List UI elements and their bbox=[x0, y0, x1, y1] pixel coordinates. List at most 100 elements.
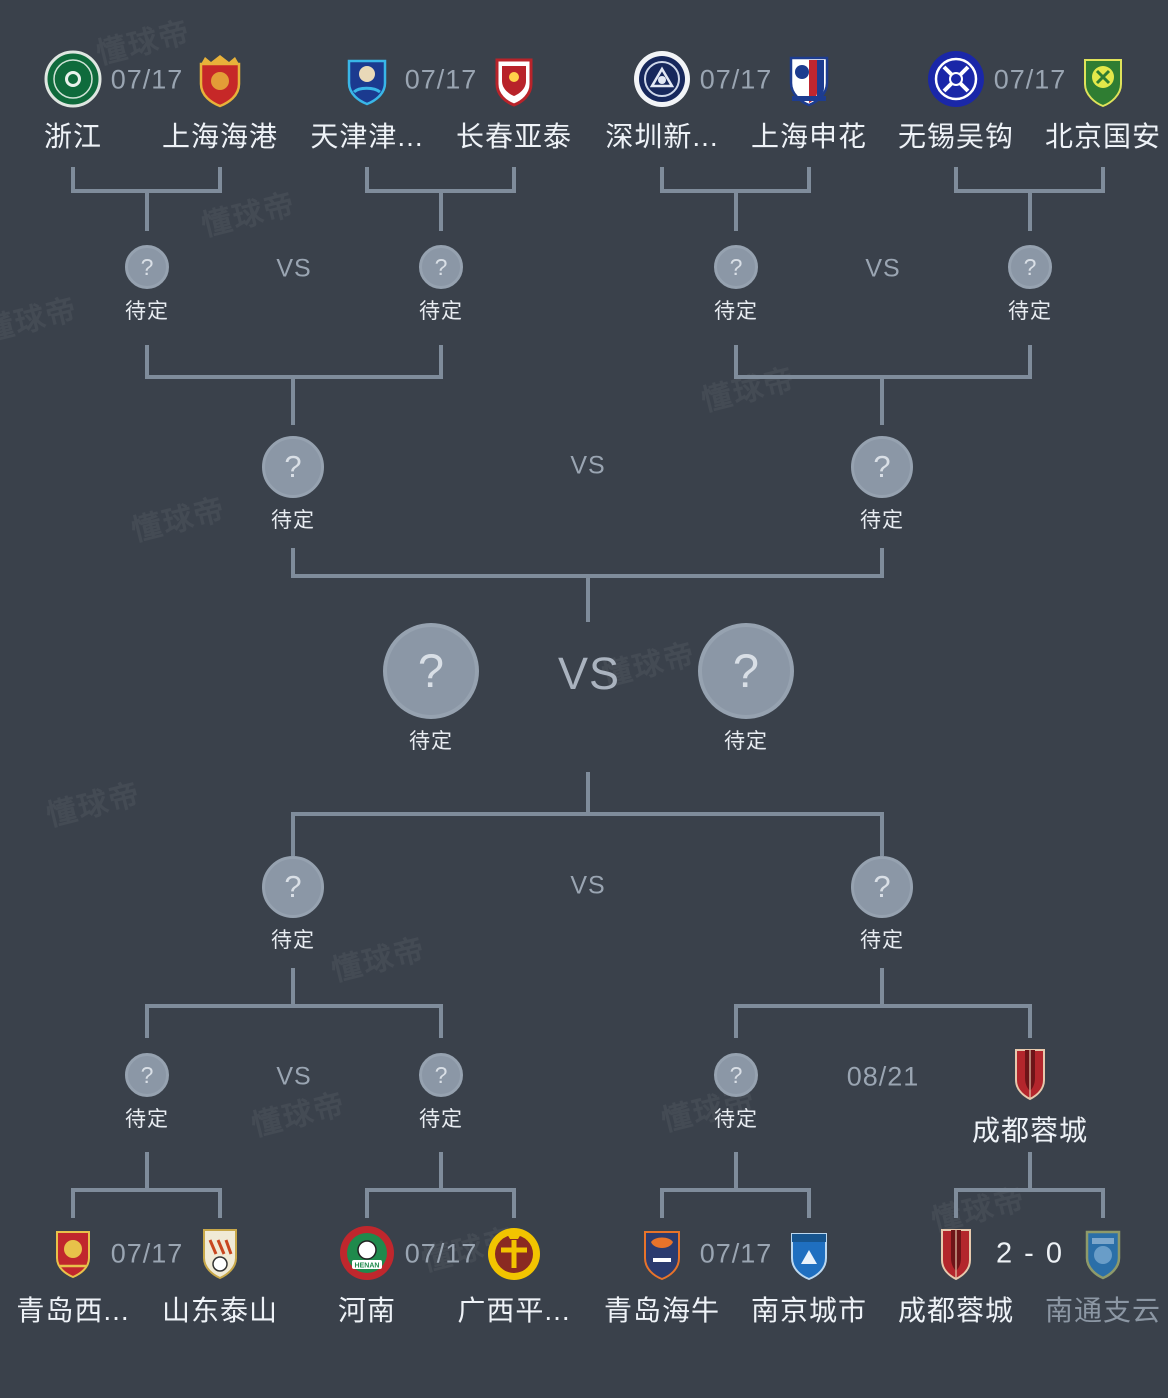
semifinal-top-2-home[interactable]: ? 待定 bbox=[656, 245, 816, 325]
team-shandong-taishan[interactable]: 山东泰山 bbox=[125, 1222, 315, 1329]
team-chengdu-rongcheng[interactable]: 成都蓉城 bbox=[861, 1222, 1051, 1329]
bracket-line bbox=[734, 189, 738, 231]
team-name: 待定 bbox=[419, 1108, 463, 1131]
semifinal-bottom-1-away[interactable]: ? 待定 bbox=[361, 1053, 521, 1133]
placeholder-icon: ? bbox=[714, 1053, 758, 1097]
bracket-line bbox=[71, 167, 75, 193]
bracket-line bbox=[291, 548, 295, 578]
team-zhejiang[interactable]: 浙江 bbox=[0, 48, 168, 155]
bracket-line bbox=[1028, 189, 1032, 231]
team-name: 待定 bbox=[714, 300, 758, 323]
bracket-line bbox=[439, 1004, 443, 1038]
team-name: 待定 bbox=[860, 929, 904, 952]
team-name: 深圳新... bbox=[605, 121, 719, 152]
bracket-line bbox=[291, 812, 295, 856]
bracket-line bbox=[218, 167, 222, 193]
bracket-line bbox=[1028, 1152, 1032, 1190]
bracket-line bbox=[880, 548, 884, 578]
lower-final-away[interactable]: ? 待定 bbox=[802, 856, 962, 954]
semifinal-top-2-away[interactable]: ? 待定 bbox=[950, 245, 1110, 325]
team-shenzhen-peng-city[interactable]: 深圳新... bbox=[567, 48, 757, 155]
team-name: 待定 bbox=[271, 509, 315, 532]
semifinal-top-1-away[interactable]: ? 待定 bbox=[361, 245, 521, 325]
team-name: 待定 bbox=[714, 1108, 758, 1131]
team-qingdao-hainiu[interactable]: 青岛海牛 bbox=[567, 1222, 757, 1329]
bracket-line bbox=[365, 167, 369, 193]
bracket-line bbox=[660, 1188, 811, 1192]
vs-label: VS bbox=[865, 254, 901, 283]
placeholder-icon: ? bbox=[262, 436, 324, 498]
team-tianjin-jinmen-tiger[interactable]: 天津津... bbox=[272, 48, 462, 155]
grand-final-home[interactable]: ? 待定 bbox=[351, 623, 511, 755]
team-nantong-zhiyun[interactable]: 南通支云 bbox=[1008, 1222, 1168, 1329]
semifinal-top-1-home[interactable]: ? 待定 bbox=[67, 245, 227, 325]
team-name: 上海海港 bbox=[161, 121, 278, 152]
shenzhen-peng-city-crest-icon bbox=[631, 48, 693, 110]
chengdu-rongcheng-crest-icon bbox=[999, 1042, 1061, 1104]
team-name: 浙江 bbox=[43, 121, 102, 152]
match-date: 07/17 bbox=[110, 1238, 184, 1269]
lower-final-home[interactable]: ? 待定 bbox=[213, 856, 373, 954]
nantong-zhiyun-crest-icon bbox=[1072, 1222, 1134, 1284]
team-nanjing-city[interactable]: 南京城市 bbox=[714, 1222, 904, 1329]
bracket-line bbox=[145, 1152, 149, 1190]
team-guangxi-pingguo[interactable]: 广西平... bbox=[419, 1222, 609, 1329]
team-changchun-yatai[interactable]: 长春亚泰 bbox=[419, 48, 609, 155]
semifinal-bottom-2-home[interactable]: ? 待定 bbox=[656, 1053, 816, 1133]
placeholder-icon: ? bbox=[698, 623, 794, 719]
team-name: 待定 bbox=[724, 730, 768, 753]
team-name: 北京国安 bbox=[1044, 121, 1161, 152]
team-name: 南通支云 bbox=[1044, 1295, 1161, 1326]
bracket-line bbox=[954, 167, 958, 193]
team-beijing-guoan[interactable]: 北京国安 bbox=[1008, 48, 1168, 155]
upper-final-away[interactable]: ? 待定 bbox=[802, 436, 962, 534]
bracket-line bbox=[145, 1004, 149, 1038]
team-name: 待定 bbox=[125, 1108, 169, 1131]
match-date: 07/17 bbox=[404, 64, 478, 95]
team-name: 广西平... bbox=[457, 1295, 571, 1326]
bracket-line bbox=[512, 1188, 516, 1218]
match-date: 08/21 bbox=[846, 1061, 920, 1092]
team-qingdao-west-coast[interactable]: 青岛西... bbox=[0, 1222, 168, 1329]
match-date: 07/17 bbox=[699, 64, 773, 95]
upper-final-home[interactable]: ? 待定 bbox=[213, 436, 373, 534]
team-shanghai-shenhua[interactable]: 上海申花 bbox=[714, 48, 904, 155]
bracket-line bbox=[512, 167, 516, 193]
bracket-line bbox=[145, 345, 149, 377]
bracket-line bbox=[586, 772, 590, 814]
semifinal-bottom-1-home[interactable]: ? 待定 bbox=[67, 1053, 227, 1133]
team-name: 待定 bbox=[419, 300, 463, 323]
team-shanghai-port[interactable]: 上海海港 bbox=[125, 48, 315, 155]
placeholder-icon: ? bbox=[262, 856, 324, 918]
bracket-line bbox=[218, 1188, 222, 1218]
team-name: 待定 bbox=[1008, 300, 1052, 323]
team-henan[interactable]: HENAN 河南 bbox=[272, 1222, 462, 1329]
bracket-line bbox=[660, 1188, 664, 1218]
placeholder-icon: ? bbox=[125, 1053, 169, 1097]
tianjin-jinmen-tiger-crest-icon bbox=[336, 48, 398, 110]
bracket-line bbox=[734, 1004, 738, 1038]
placeholder-icon: ? bbox=[419, 245, 463, 289]
bracket-line bbox=[291, 968, 295, 1006]
placeholder-icon: ? bbox=[851, 856, 913, 918]
qingdao-hainiu-crest-icon bbox=[631, 1222, 693, 1284]
vs-label: VS bbox=[570, 871, 606, 900]
bracket-line bbox=[954, 1188, 958, 1218]
watermark: 懂球帝 bbox=[698, 362, 800, 419]
qingdao-west-coast-crest-icon bbox=[42, 1222, 104, 1284]
placeholder-icon: ? bbox=[125, 245, 169, 289]
semifinal-bottom-2-away[interactable]: 成都蓉城 bbox=[935, 1042, 1125, 1149]
team-name: 上海申花 bbox=[750, 121, 867, 152]
guangxi-pingguo-crest-icon bbox=[483, 1222, 545, 1284]
bracket-line bbox=[71, 1188, 222, 1192]
chengdu-rongcheng-crest-icon bbox=[925, 1222, 987, 1284]
bracket-line bbox=[439, 1152, 443, 1190]
placeholder-icon: ? bbox=[851, 436, 913, 498]
team-wuxi-wugou[interactable]: 无锡吴钩 bbox=[861, 48, 1051, 155]
grand-final-away[interactable]: ? 待定 bbox=[666, 623, 826, 755]
placeholder-icon: ? bbox=[1008, 245, 1052, 289]
bracket-line bbox=[145, 189, 149, 231]
shanghai-port-crest-icon bbox=[189, 48, 251, 110]
match-date: 07/17 bbox=[699, 1238, 773, 1269]
